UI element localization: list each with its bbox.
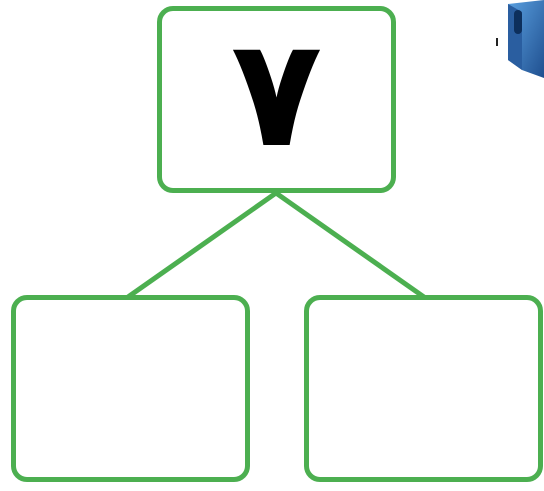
part-box-right[interactable] (304, 295, 543, 482)
connector-line-left (125, 190, 279, 300)
whole-number-text: ٧ (230, 6, 323, 181)
whole-number-box: ٧ (157, 6, 396, 193)
blue-block-icon (496, 0, 544, 78)
part-box-left[interactable] (11, 295, 250, 482)
connector-line-right (273, 190, 427, 300)
